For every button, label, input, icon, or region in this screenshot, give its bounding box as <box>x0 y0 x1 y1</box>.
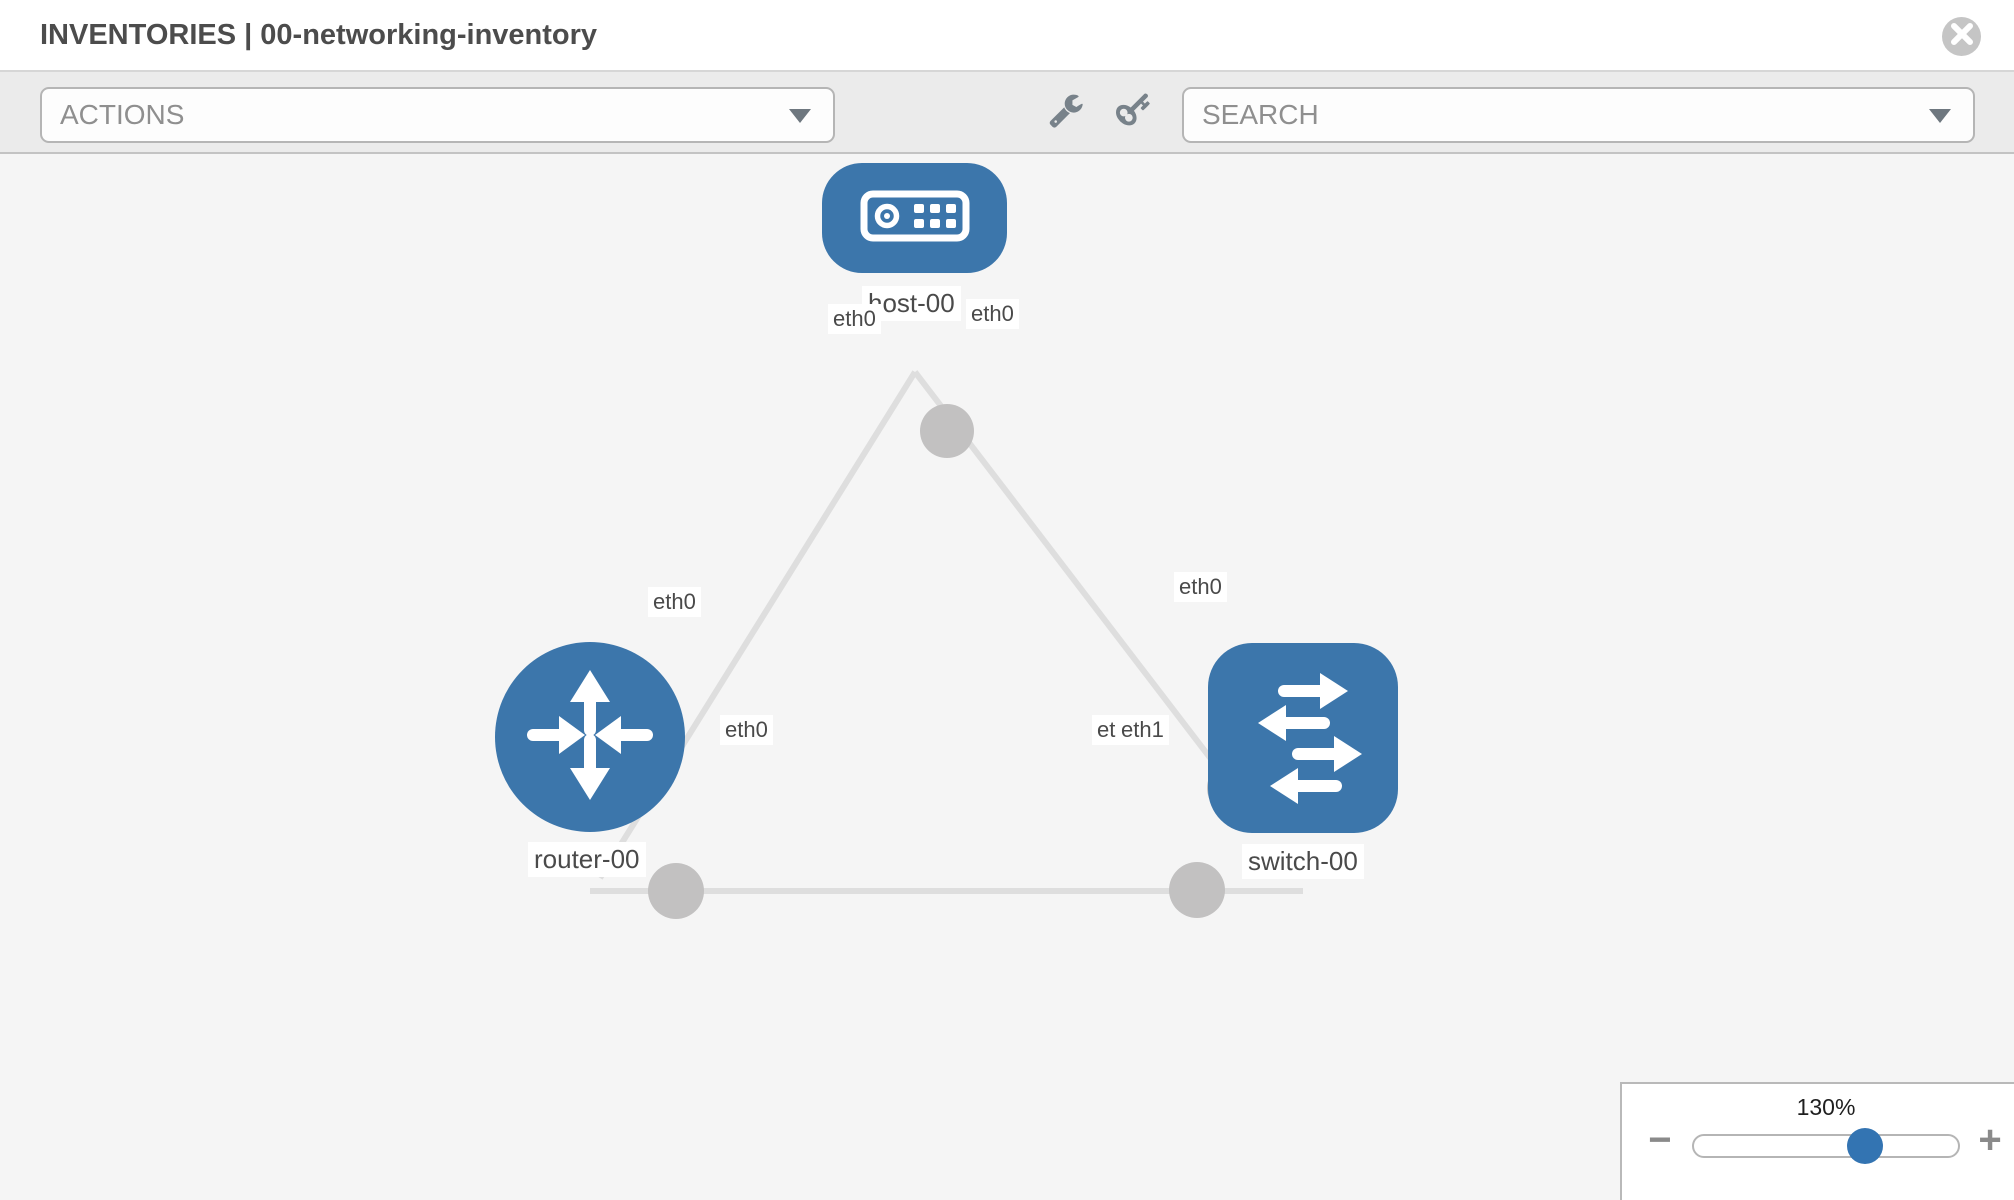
node-label-router: router-00 <box>528 842 646 877</box>
key-icon <box>1116 92 1152 133</box>
interface-label: eth0 <box>966 299 1019 329</box>
node-label-switch: switch-00 <box>1242 844 1364 879</box>
zoom-slider-thumb[interactable] <box>1847 1128 1883 1164</box>
connection-point <box>920 404 974 458</box>
interface-label: eth0 <box>720 715 773 745</box>
node-switch-00[interactable] <box>1208 643 1398 833</box>
actions-select-label: ACTIONS <box>60 99 185 130</box>
link-host-switch[interactable] <box>912 370 1253 812</box>
zoom-in-button[interactable]: + <box>1978 1117 2002 1162</box>
wrench-icon <box>1048 92 1084 133</box>
router-arrows-icon <box>515 660 665 815</box>
interface-label: eth0 <box>648 587 701 617</box>
node-label-host: host-00 <box>862 286 961 321</box>
node-router-00[interactable] <box>495 642 685 832</box>
server-icon <box>860 190 970 247</box>
toolbar: ACTIONS SEARCH <box>0 72 2014 154</box>
interface-label: eth0 <box>828 304 881 334</box>
zoom-panel: 130% − + <box>1620 1082 2014 1200</box>
zoom-out-button[interactable]: − <box>1648 1117 1672 1162</box>
node-host-00[interactable] <box>822 163 1007 273</box>
credentials-button[interactable] <box>1108 86 1160 138</box>
chevron-down-icon <box>1929 109 1951 123</box>
switch-arrows-icon <box>1228 661 1378 816</box>
header-bar: INVENTORIES | 00-networking-inventory <box>0 0 2014 72</box>
interface-label: eth1 <box>1116 715 1169 745</box>
zoom-slider-track[interactable] <box>1692 1134 1960 1158</box>
close-icon <box>1950 23 1973 50</box>
search-select[interactable]: SEARCH <box>1182 87 1975 143</box>
actions-select[interactable]: ACTIONS <box>40 87 835 143</box>
connection-point <box>648 863 704 919</box>
zoom-level: 130% <box>1796 1094 1856 1120</box>
chevron-down-icon <box>789 109 811 123</box>
page-title: INVENTORIES | 00-networking-inventory <box>40 19 598 51</box>
interface-label: eth0 <box>1174 572 1227 602</box>
tools-button[interactable] <box>1040 86 1092 138</box>
connection-point <box>1169 862 1225 918</box>
close-button[interactable] <box>1942 17 1981 56</box>
search-select-label: SEARCH <box>1202 99 1319 130</box>
